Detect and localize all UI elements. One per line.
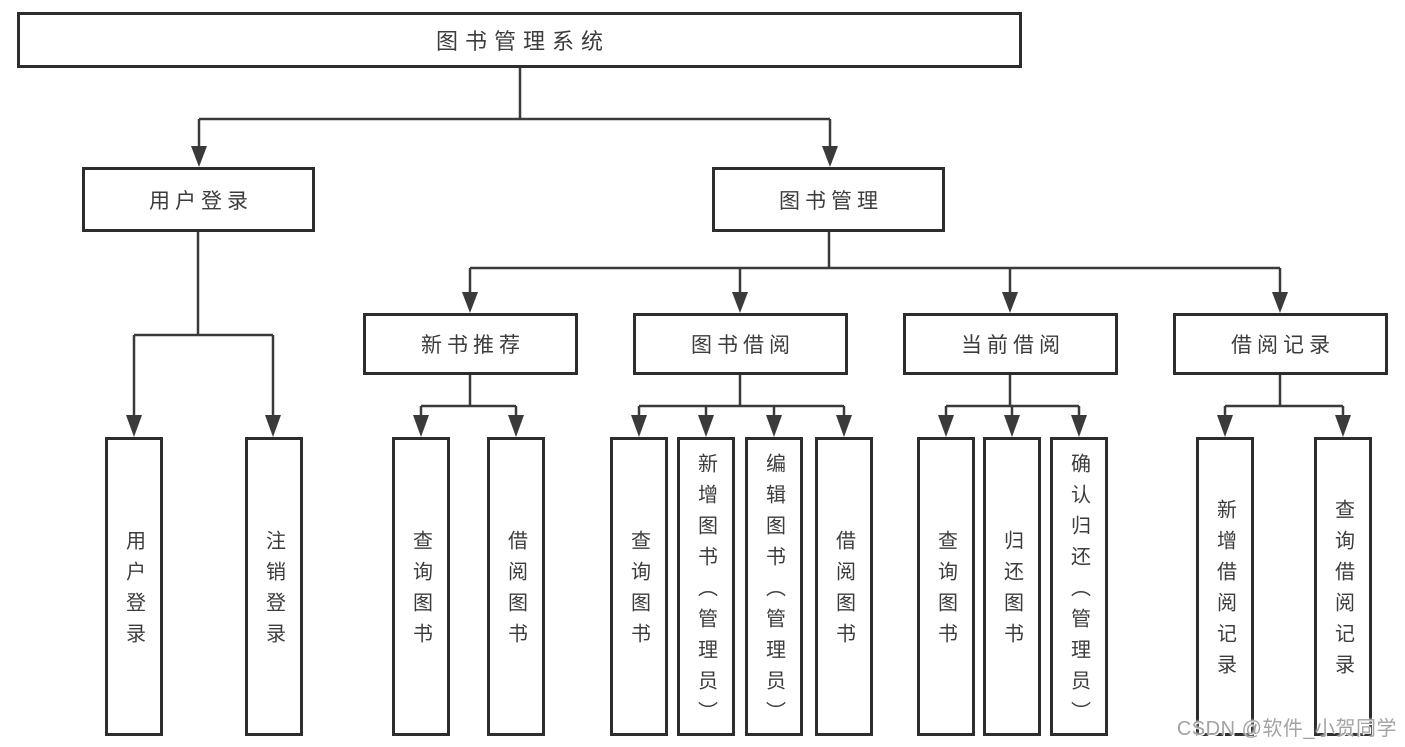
node-label: 图书管理 [779, 189, 883, 213]
leaf-add-book-admin: 新增图书（管理员） [677, 437, 735, 736]
node-label: 借阅记录 [1231, 334, 1335, 357]
leaf-query-books-recommend: 查询图书 [392, 437, 450, 736]
node-label: 新增借阅记录 [1213, 499, 1236, 685]
node-label: 编辑图书（管理员） [762, 452, 785, 732]
node-root: 图书管理系统 [17, 12, 1022, 68]
leaf-user-login: 用户登录 [105, 437, 163, 736]
leaf-add-borrow-record: 新增借阅记录 [1196, 437, 1254, 736]
node-label: 图书借阅 [691, 334, 795, 357]
leaf-query-borrow-record: 查询借阅记录 [1314, 437, 1372, 736]
node-label: 新增图书（管理员） [694, 452, 717, 732]
node-book-management: 图书管理 [712, 167, 945, 232]
node-label: 用户登录 [122, 530, 145, 654]
node-label: 注销登录 [262, 530, 285, 654]
node-label: 查询图书 [409, 530, 432, 654]
node-current-borrow: 当前借阅 [903, 313, 1118, 375]
leaf-borrow-books: 借阅图书 [815, 437, 873, 736]
leaf-borrow-books-recommend: 借阅图书 [487, 437, 545, 736]
leaf-query-books-borrow: 查询图书 [610, 437, 668, 736]
leaf-confirm-return-admin: 确认归还（管理员） [1050, 437, 1108, 736]
node-label: 图书管理系统 [435, 29, 610, 54]
node-borrow-records: 借阅记录 [1173, 313, 1388, 375]
node-label: 确认归还（管理员） [1067, 452, 1090, 732]
node-label: 查询借阅记录 [1331, 499, 1354, 685]
node-label: 查询图书 [627, 530, 650, 654]
node-user-login: 用户登录 [82, 167, 315, 232]
node-label: 借阅图书 [504, 530, 527, 654]
leaf-edit-book-admin: 编辑图书（管理员） [745, 437, 803, 736]
watermark: CSDN @软件_小贺同学 [1176, 718, 1397, 740]
node-label: 借阅图书 [832, 530, 855, 654]
node-label: 归还图书 [1000, 530, 1023, 654]
leaf-return-book: 归还图书 [983, 437, 1041, 736]
node-label: 用户登录 [149, 189, 253, 213]
leaf-query-books-current: 查询图书 [917, 437, 975, 736]
node-book-borrow: 图书借阅 [633, 313, 848, 375]
node-label: 查询图书 [934, 530, 957, 654]
leaf-logout: 注销登录 [245, 437, 303, 736]
node-label: 新书推荐 [421, 334, 525, 357]
node-new-book-recommend: 新书推荐 [363, 313, 578, 375]
node-label: 当前借阅 [961, 334, 1065, 357]
